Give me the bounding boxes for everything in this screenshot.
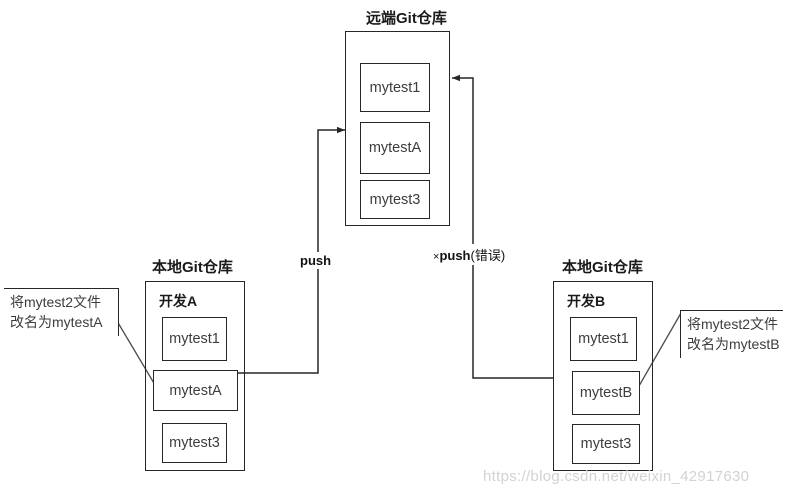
edge-label-push: push [297,252,335,269]
local-a-file-mytest1[interactable]: mytest1 [162,317,227,361]
local-b-file-mytest1[interactable]: mytest1 [570,317,637,361]
remote-repo-box [345,31,450,226]
callout-right-line2: 改名为mytestB [687,336,780,353]
local-repo-b-box [553,281,653,471]
edge-push-error [452,74,553,379]
local-repo-a-dev-label: 开发A [159,293,198,309]
callout-left-line2: 改名为mytestA [10,314,103,331]
remote-file-mytest1[interactable]: mytest1 [360,63,430,112]
watermark: https://blog.csdn.net/weixin_42917630 [483,468,750,485]
local-b-file-mytest3-label: mytest3 [580,436,632,452]
callout-left-rename-a: 将mytest2文件 改名为mytestA [4,288,119,336]
local-a-file-mytest1-label: mytest1 [169,331,220,347]
remote-repo-title: 远端Git仓库 [366,10,447,27]
local-b-file-mytest1-label: mytest1 [578,331,629,347]
remote-file-mytestA-label: mytestA [368,140,422,156]
local-repo-b-dev-label: 开发B [567,293,606,309]
edge-label-push-error-text: push [439,248,471,263]
local-a-file-mytest3-label: mytest3 [169,435,220,451]
remote-file-mytest3-label: mytest3 [369,191,421,208]
remote-file-mytest1-label: mytest1 [369,79,421,96]
local-a-file-mytest3[interactable]: mytest3 [162,423,227,463]
callout-right-rename-b: 将mytest2文件 改名为mytestB [680,310,783,358]
local-b-file-mytestB[interactable]: mytestB [572,371,640,415]
local-b-file-mytest3[interactable]: mytest3 [572,424,640,464]
error-cross-icon: × [433,251,440,263]
local-repo-b-title: 本地Git仓库 [562,259,643,276]
remote-file-mytest3[interactable]: mytest3 [360,180,430,219]
local-repo-a-title: 本地Git仓库 [152,259,233,276]
local-a-file-mytestA-label: mytestA [169,382,222,399]
remote-file-mytestA[interactable]: mytestA [360,122,430,174]
local-a-file-mytestA[interactable]: mytestA [153,370,238,411]
callout-left-line1: 将mytest2文件 [10,294,102,310]
edge-label-push-error: ×push(错误) [430,244,509,265]
local-b-file-mytestB-label: mytestB [579,385,633,401]
local-repo-a-box [145,281,245,471]
callout-right-line1: 将mytest2文件 [687,316,779,332]
edge-label-push-error-paren: (错误) [470,248,506,263]
